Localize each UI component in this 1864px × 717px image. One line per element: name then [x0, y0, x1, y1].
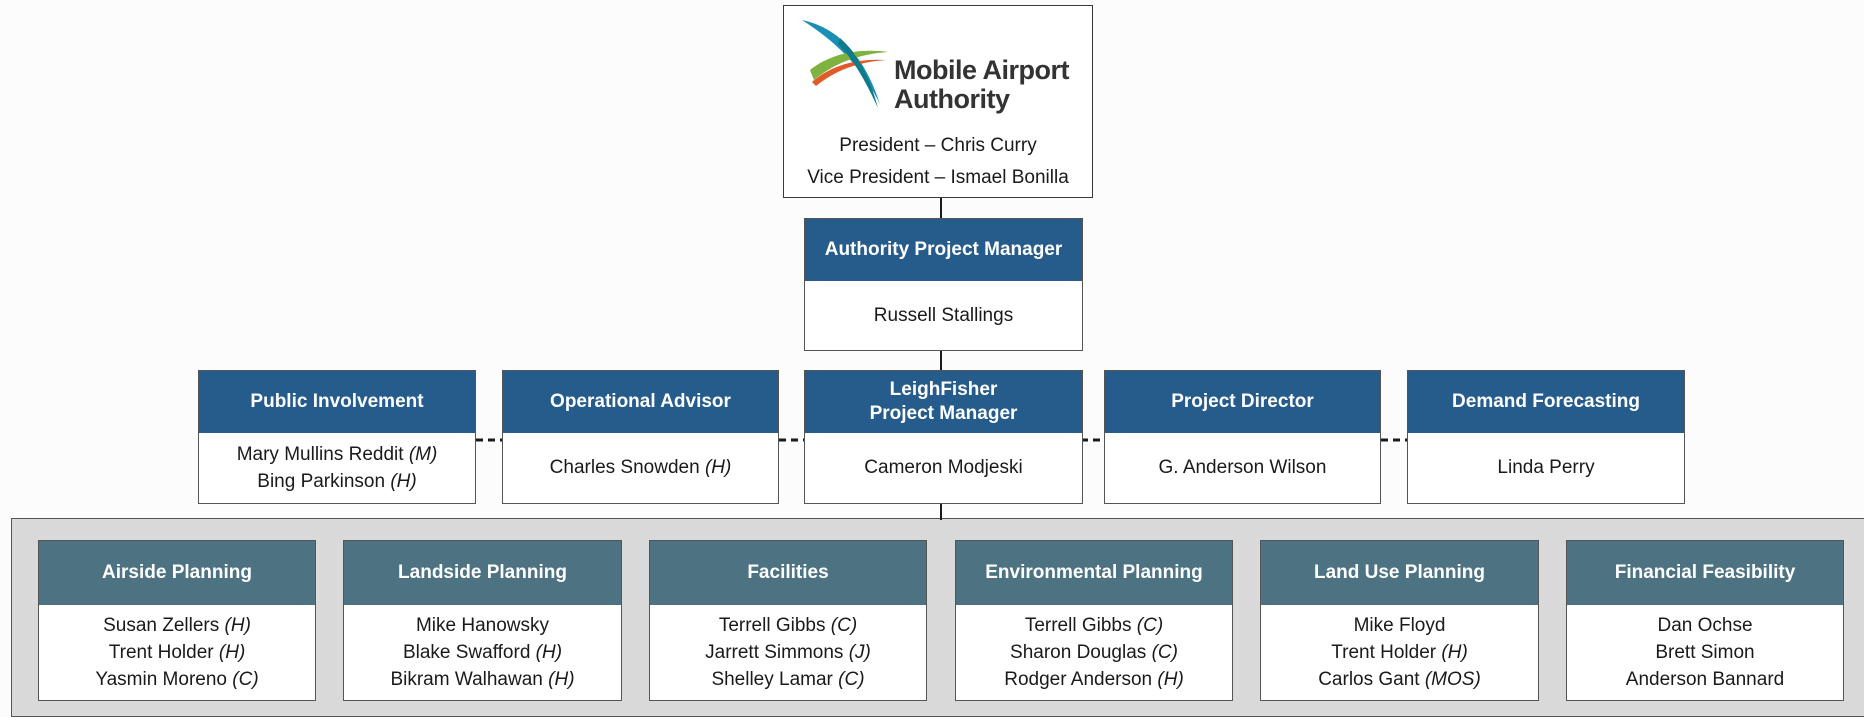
logo-line-1: Mobile Airport	[894, 55, 1070, 85]
environmental-planning-card: Environmental Planning Terrell Gibbs (C)…	[955, 540, 1233, 701]
card-header: Demand Forecasting	[1408, 371, 1684, 433]
swoosh-logo-icon	[802, 20, 888, 108]
header-line-1: LeighFisher	[889, 379, 998, 400]
member: Rodger Anderson (H)	[1004, 668, 1184, 690]
president-text: President – Chris Curry	[839, 135, 1037, 156]
member: Trent Holder (H)	[108, 641, 246, 663]
member: Shelley Lamar (C)	[711, 668, 865, 690]
card-header: Landside Planning	[344, 541, 621, 605]
member: Yasmin Moreno (C)	[95, 668, 259, 690]
header-line-2: Project Manager	[869, 403, 1018, 424]
member: Bikram Walhawan (H)	[390, 668, 575, 690]
member: Brett Simon	[1655, 641, 1755, 663]
authority-project-manager-card: Authority Project Manager Russell Stalli…	[804, 218, 1083, 351]
card-header: Public Involvement	[199, 371, 475, 433]
card-body: Russell Stallings	[805, 281, 1082, 349]
member: Bing Parkinson (H)	[257, 470, 417, 492]
member: Trent Holder (H)	[1331, 641, 1468, 663]
operational-advisor-card: Operational Advisor Charles Snowden (H)	[502, 370, 779, 504]
airside-planning-card: Airside Planning Susan Zellers (H) Trent…	[38, 540, 316, 701]
project-director-card: Project Director G. Anderson Wilson	[1104, 370, 1381, 504]
card-header: Authority Project Manager	[805, 219, 1082, 281]
member: Jarrett Simmons (J)	[705, 641, 871, 663]
authority-box: Mobile Airport Authority President – Chr…	[783, 5, 1093, 198]
card-header: Facilities	[650, 541, 926, 605]
card-body: Susan Zellers (H) Trent Holder (H) Yasmi…	[39, 605, 315, 699]
vice-president-text: Vice President – Ismael Bonilla	[807, 167, 1069, 188]
card-body: Terrell Gibbs (C) Sharon Douglas (C) Rod…	[956, 605, 1232, 699]
member: Mike Floyd	[1353, 614, 1446, 636]
member: Blake Swafford (H)	[402, 641, 563, 663]
officers: President – Chris Curry Vice President –…	[784, 130, 1092, 194]
financial-feasibility-card: Financial Feasibility Dan Ochse Brett Si…	[1566, 540, 1844, 701]
card-body: Linda Perry	[1408, 433, 1684, 502]
public-involvement-card: Public Involvement Mary Mullins Reddit (…	[198, 370, 476, 504]
card-header: Airside Planning	[39, 541, 315, 605]
member: Mary Mullins Reddit (M)	[236, 443, 438, 465]
teams-band	[11, 518, 1864, 717]
member: Cameron Modjeski	[864, 457, 1023, 478]
card-header: Operational Advisor	[503, 371, 778, 433]
member: Carlos Gant (MOS)	[1318, 668, 1481, 690]
member: Dan Ochse	[1657, 614, 1753, 636]
card-body: Dan Ochse Brett Simon Anderson Bannard	[1567, 605, 1843, 699]
member: Charles Snowden (H)	[549, 457, 732, 478]
member: Anderson Bannard	[1625, 668, 1785, 690]
logo-line-2: Authority	[894, 84, 1010, 114]
land-use-planning-card: Land Use Planning Mike Floyd Trent Holde…	[1260, 540, 1539, 701]
demand-forecasting-card: Demand Forecasting Linda Perry	[1407, 370, 1685, 504]
card-body: Mike Hanowsky Blake Swafford (H) Bikram …	[344, 605, 621, 699]
member: Sharon Douglas (C)	[1010, 641, 1178, 663]
member: Terrell Gibbs (C)	[1024, 614, 1164, 636]
member: Susan Zellers (H)	[103, 614, 251, 636]
member: G. Anderson Wilson	[1158, 457, 1327, 478]
card-body: Charles Snowden (H)	[503, 433, 778, 502]
facilities-card: Facilities Terrell Gibbs (C) Jarrett Sim…	[649, 540, 927, 701]
card-header: Project Director	[1105, 371, 1380, 433]
member: Terrell Gibbs (C)	[718, 614, 858, 636]
card-header: Land Use Planning	[1261, 541, 1538, 605]
card-body: Mike Floyd Trent Holder (H) Carlos Gant …	[1261, 605, 1538, 699]
card-body: Cameron Modjeski	[805, 433, 1082, 502]
landside-planning-card: Landside Planning Mike Hanowsky Blake Sw…	[343, 540, 622, 701]
leighfisher-project-manager-card: LeighFisher Project Manager Cameron Modj…	[804, 370, 1083, 504]
logo-text: Mobile Airport Authority	[894, 55, 1070, 114]
member: Mike Hanowsky	[415, 614, 550, 636]
card-body: Terrell Gibbs (C) Jarrett Simmons (J) Sh…	[650, 605, 926, 699]
authority-logo: Mobile Airport Authority	[800, 18, 1080, 114]
member: Linda Perry	[1497, 457, 1595, 478]
card-body: G. Anderson Wilson	[1105, 433, 1380, 502]
card-header: LeighFisher Project Manager	[805, 371, 1082, 433]
member-name: Russell Stallings	[873, 304, 1014, 326]
card-header: Financial Feasibility	[1567, 541, 1843, 605]
card-header: Environmental Planning	[956, 541, 1232, 605]
card-body: Mary Mullins Reddit (M) Bing Parkinson (…	[199, 433, 475, 502]
